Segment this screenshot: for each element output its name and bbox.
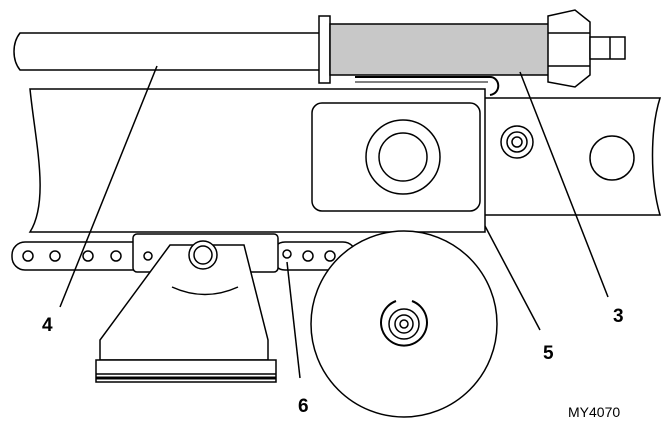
cutter-arc (171, 286, 239, 296)
leader-lines (59, 65, 609, 379)
rail-hole (589, 135, 635, 181)
hex-nut (547, 9, 591, 88)
disc (310, 230, 498, 418)
cylinder-body (329, 23, 551, 76)
cylinder-flange (318, 15, 331, 84)
callout-4: 4 (42, 315, 53, 336)
rail-right-extension (479, 97, 662, 216)
leader-3 (519, 71, 609, 298)
leader-6 (286, 261, 301, 379)
carriage-hub-inner (378, 132, 428, 182)
leader-5 (484, 225, 541, 331)
chain-mount-bracket (95, 233, 292, 383)
callout-5: 5 (543, 343, 554, 364)
callout-6: 6 (298, 396, 309, 417)
cylinder-assembly (318, 9, 626, 96)
disc-hub-center (399, 319, 409, 329)
callout-3: 3 (613, 306, 624, 327)
bracket-clip (355, 76, 500, 96)
rail (28, 88, 662, 233)
figure-code: MY4070 (568, 404, 621, 420)
rail-screw-inner (511, 136, 523, 148)
leader-4 (59, 65, 158, 308)
cutter-pivot-inner (193, 245, 213, 265)
rod (13, 32, 321, 71)
disc-hub-ring (380, 300, 428, 347)
bolt-end (589, 36, 626, 60)
